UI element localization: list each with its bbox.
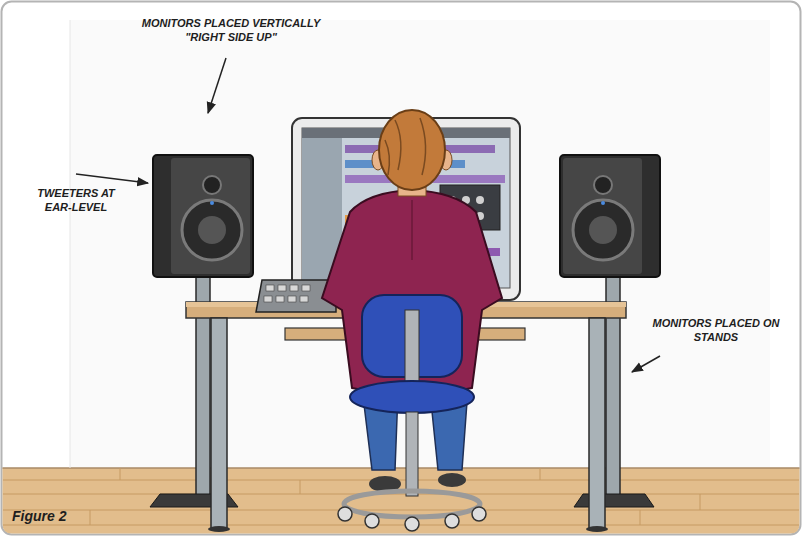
wheel [338, 507, 352, 521]
gas-lift [406, 412, 418, 496]
plank-line [3, 525, 799, 526]
wheel [365, 514, 379, 528]
wall [70, 20, 770, 468]
studio-monitor-speaker [560, 155, 660, 277]
desk-foot [208, 526, 230, 532]
desk-leg [211, 318, 227, 528]
desk-leg [589, 318, 605, 528]
wood-floor [3, 468, 800, 534]
plank-seam [640, 510, 641, 525]
chair-seat [350, 381, 474, 413]
speaker-front [563, 158, 642, 274]
hair [379, 110, 445, 190]
woofer-cone [589, 216, 617, 244]
chair-wheels [338, 507, 486, 531]
chair-base [344, 491, 480, 517]
tweeter [203, 176, 221, 194]
figure-caption: Figure 2 [12, 507, 66, 525]
hair-strands [385, 118, 426, 175]
callout-leader [632, 356, 660, 372]
power-led [210, 201, 214, 205]
pad [288, 296, 296, 302]
plank-seam [300, 480, 301, 494]
callout-leader [76, 174, 148, 183]
wall-corner [70, 20, 71, 468]
speaker-front [171, 158, 250, 274]
desk-foot [586, 526, 608, 532]
controller-pads [264, 285, 310, 302]
shirt-fold [411, 200, 413, 260]
plank-line [3, 480, 799, 481]
floor-edge [3, 467, 800, 469]
callout-leader [208, 58, 226, 113]
wheel [472, 507, 486, 521]
plank-line [3, 510, 799, 511]
pad [290, 285, 298, 291]
plank-seam [700, 494, 701, 510]
speaker-stand-base [574, 494, 654, 507]
studio-monitor-speaker [153, 155, 253, 277]
shoe [438, 473, 466, 487]
plank-seam [540, 468, 541, 480]
wheel [445, 514, 459, 528]
woofer-cone [198, 216, 226, 244]
pad [264, 296, 272, 302]
callout-text: TWEETERS AT EAR-LEVEL [24, 186, 128, 215]
pad [278, 285, 286, 291]
plank-seam [120, 468, 121, 480]
wheel [405, 517, 419, 531]
callout-text: MONITORS PLACED VERTICALLY "RIGHT SIDE U… [128, 16, 334, 45]
woofer [573, 200, 633, 260]
plank-seam [90, 510, 91, 525]
pad [276, 296, 284, 302]
tweeter [594, 176, 612, 194]
pad [266, 285, 274, 291]
pad [302, 285, 310, 291]
pad [300, 296, 308, 302]
floor-planks [3, 468, 799, 525]
callout-text: MONITORS PLACED ON STANDS [640, 316, 792, 345]
knob [476, 196, 484, 204]
power-led [601, 201, 605, 205]
woofer [182, 200, 242, 260]
